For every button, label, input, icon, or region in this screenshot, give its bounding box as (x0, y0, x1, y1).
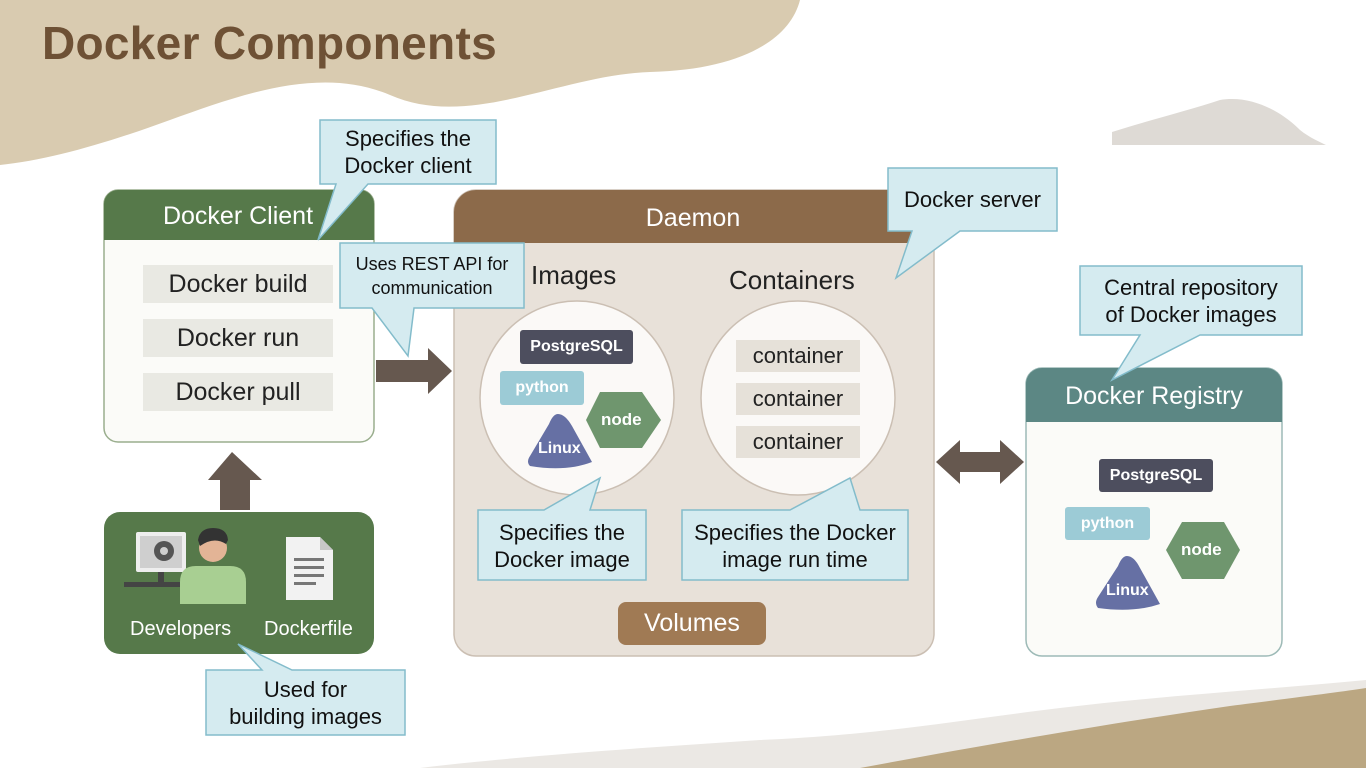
registry-image-tags (1065, 459, 1240, 610)
docker-build-command: Docker build (143, 265, 333, 303)
containers-label: Containers (729, 265, 855, 295)
registry-postgresql-tag: PostgreSQL (1109, 466, 1203, 484)
linux-tag: Linux (538, 440, 581, 457)
node-tag: node (601, 410, 642, 429)
registry-linux-tag: Linux (1106, 582, 1149, 599)
images-label: Images (531, 260, 617, 290)
container-item: container (736, 383, 860, 415)
dockerfile-icon (286, 537, 333, 600)
developer-icon (124, 528, 246, 604)
bottom-right-sand-shape (860, 688, 1366, 768)
docker-pull-command: Docker pull (143, 373, 333, 411)
dockerfile-label: Dockerfile (264, 618, 353, 640)
page-title: Docker Components (42, 17, 497, 69)
volumes-label: Volumes (644, 609, 740, 637)
developers-to-client-arrow (208, 452, 262, 510)
developers-label: Developers (130, 618, 232, 640)
container-item: container (736, 426, 860, 458)
callout-runtime-shape (681, 476, 909, 581)
callout-server-shape (887, 167, 1058, 281)
daemon-header: Daemon (645, 203, 741, 232)
postgresql-tag: PostgreSQL (530, 338, 623, 355)
top-left-sand-shape (0, 0, 800, 165)
python-tag: python (515, 379, 569, 396)
top-right-hill-shape (1112, 99, 1326, 145)
container-item: container (736, 340, 860, 372)
daemon-registry-double-arrow (936, 440, 1024, 484)
callout-server-text: Docker server (904, 187, 1041, 212)
docker-client-header: Docker Client (162, 201, 314, 230)
client-to-daemon-arrow (376, 348, 452, 394)
callout-registry-shape (1079, 265, 1303, 382)
daemon-image-tags (500, 330, 661, 469)
volumes-box (618, 602, 766, 645)
docker-registry-panel (1025, 367, 1283, 657)
callout-building-shape (205, 643, 406, 736)
registry-python-tag: python (1080, 514, 1135, 532)
docker-run-command: Docker run (143, 319, 333, 357)
callout-rest-shape (339, 242, 525, 358)
callout-image-shape (477, 476, 647, 581)
registry-node-tag: node (1181, 540, 1222, 559)
daemon-panel (453, 189, 935, 657)
docker-registry-header: Docker Registry (1065, 381, 1243, 410)
callout-client-shape (317, 119, 497, 241)
